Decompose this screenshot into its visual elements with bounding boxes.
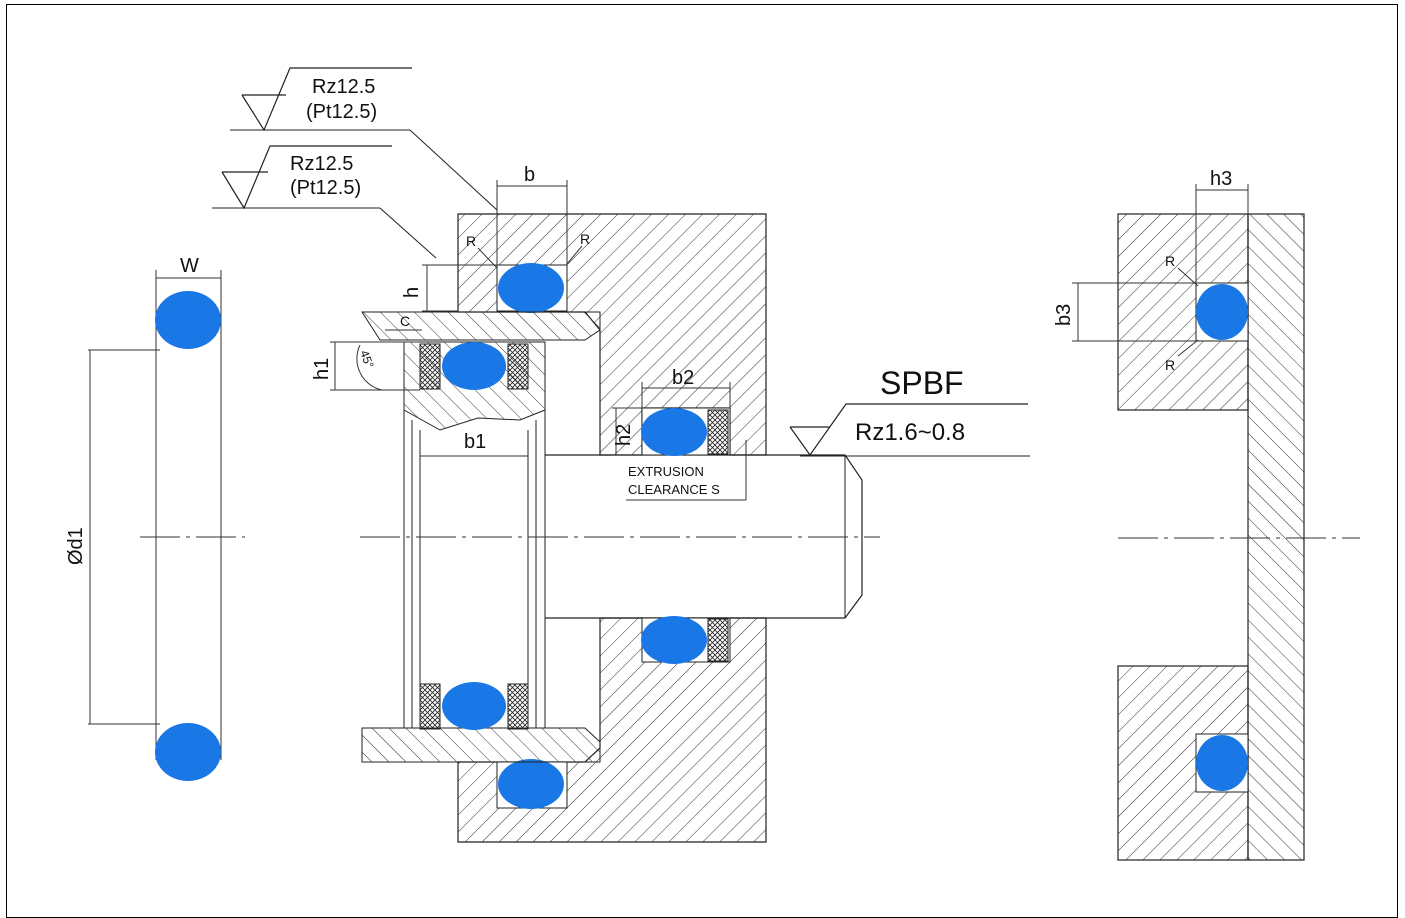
piston-housing-assembly — [360, 213, 880, 843]
rod-seal-bottom — [641, 616, 707, 664]
h-label: h — [401, 287, 423, 298]
angle-label: 45° — [357, 348, 376, 370]
finish1-line2: (Pt12.5) — [306, 101, 377, 123]
center-dimensions: b R R h C h1 45° b1 b2 h2 — [311, 164, 747, 501]
axial-groove-view: h3 b3 R R — [1053, 168, 1360, 861]
o-ring-top — [155, 291, 221, 349]
b-label: b — [524, 164, 535, 186]
finish2-line2: (Pt12.5) — [290, 177, 361, 199]
c-label: C — [400, 313, 410, 329]
surface-finish-rod: Rz1.6~0.8 SPBF — [789, 365, 1030, 457]
b1-label: b1 — [464, 431, 486, 453]
extrusion-label-1: EXTRUSION — [628, 464, 704, 479]
finish2-line1: Rz12.5 — [290, 153, 353, 175]
o-ring-section-view: W Ød1 — [65, 255, 245, 781]
surface-finish-top: Rz12.5 (Pt12.5) — [230, 67, 498, 211]
w-label: W — [180, 255, 199, 277]
piston-seal-top — [442, 342, 506, 390]
r-label-right: R — [580, 231, 590, 247]
finish3-label: Rz1.6~0.8 — [855, 419, 965, 446]
extrusion-label-2: CLEARANCE S — [628, 482, 720, 497]
axial-seal-bottom — [1196, 735, 1248, 791]
title-spbf: SPBF — [880, 365, 964, 401]
h1-label: h1 — [311, 358, 333, 380]
o-ring-bottom — [155, 723, 221, 781]
r-label-axial-top: R — [1165, 253, 1175, 269]
h2-label: h2 — [613, 424, 635, 446]
piston-seal-bottom — [442, 682, 506, 730]
seal-groove-bottom — [498, 759, 564, 809]
piston-rod — [545, 454, 863, 619]
h3-label: h3 — [1210, 168, 1232, 190]
finish1-line1: Rz12.5 — [312, 76, 375, 98]
axial-seal-top — [1196, 284, 1248, 340]
surface-finish-second: Rz12.5 (Pt12.5) — [212, 145, 437, 259]
b3-label: b3 — [1053, 304, 1075, 326]
b2-label: b2 — [672, 367, 694, 389]
d1-label: Ød1 — [65, 527, 87, 565]
r-label-axial-bottom: R — [1165, 357, 1175, 373]
r-label-left: R — [466, 233, 476, 249]
rod-seal-top — [641, 408, 707, 456]
seal-groove-top — [498, 263, 564, 313]
